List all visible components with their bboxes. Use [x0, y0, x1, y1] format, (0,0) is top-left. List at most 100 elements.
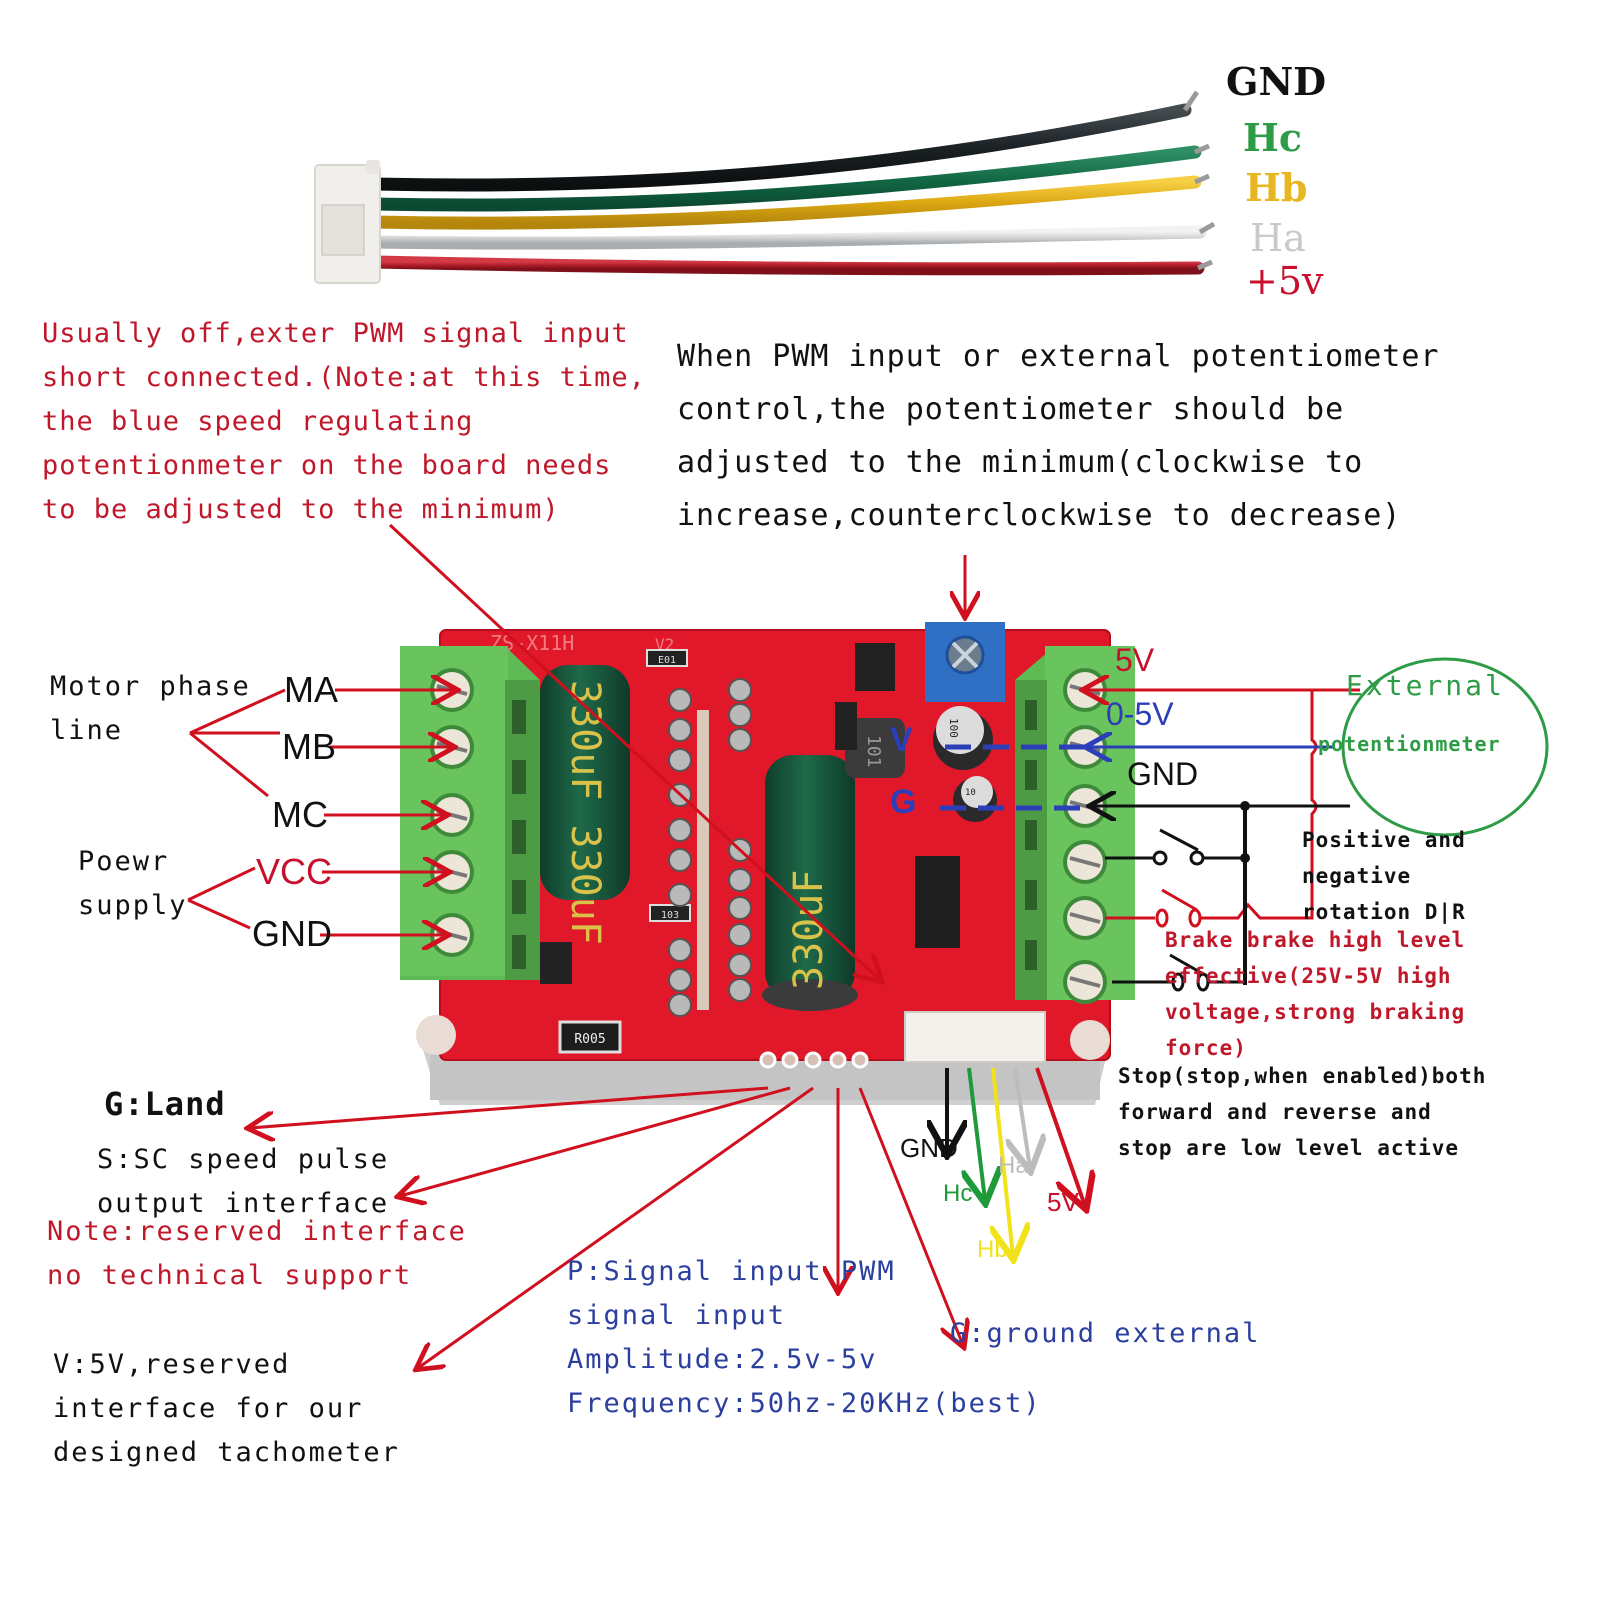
wire-white: [368, 225, 1207, 250]
inductor-101: 101: [845, 718, 905, 778]
group-label-power-supply: Poewr supply: [78, 846, 188, 921]
wire-black: [368, 103, 1192, 192]
mosfet: [540, 942, 572, 984]
onboard-potentiometer[interactable]: [925, 622, 1005, 702]
solder-pad: [668, 993, 692, 1017]
note-direction: Positive and negative rotation D|R: [1302, 828, 1466, 924]
pcb-board: ZS-X11H V2 330: [400, 622, 1135, 1105]
hall-cable: [314, 90, 1216, 284]
pin-note-p: P:Signal input PWM signal input Amplitud…: [567, 1256, 1042, 1419]
ic-driver: [915, 856, 960, 948]
wire-yellow: [368, 175, 1202, 230]
solder-pad: [728, 923, 752, 947]
hall-label-gnd: GND: [900, 1133, 958, 1163]
switch-brake[interactable]: [1105, 888, 1202, 928]
pin-note-v: V:5V,reserved interface for our designed…: [53, 1349, 400, 1468]
solder-pad: [668, 938, 692, 962]
note-line: When PWM input or external potentiometer: [677, 339, 1440, 374]
pin-label-5v: 5V: [1115, 642, 1155, 678]
svg-text:103: 103: [661, 910, 679, 921]
pin-note-s: S:SC speed pulse output interface: [97, 1144, 390, 1219]
ic-8pin: [855, 643, 895, 691]
pin-label-gnd: GND: [252, 913, 332, 954]
solder-pad: [728, 953, 752, 977]
cable-label-gnd: GND: [1226, 59, 1327, 104]
note-line: to be adjusted to the minimum): [42, 494, 560, 525]
solder-pad: [668, 718, 692, 742]
wire-green: [368, 145, 1202, 212]
board-label-v: V: [890, 721, 913, 759]
solder-pad: [728, 678, 752, 702]
svg-text:101: 101: [863, 735, 884, 768]
pin-label-vcc: VCC: [256, 851, 333, 892]
pin-label-ma: MA: [284, 669, 338, 710]
solder-pad: [668, 688, 692, 712]
capacitor-10uf: 10: [953, 776, 997, 822]
note-line: increase,counterclockwise to decrease): [677, 498, 1402, 533]
solder-pad: [668, 748, 692, 772]
pin-label-0-5v: 0-5V: [1106, 696, 1174, 732]
cable-label-ha: Ha: [1250, 216, 1306, 260]
group-label-motor-phase: Motor phase line: [50, 671, 251, 746]
signal-pin-4: [829, 1051, 847, 1069]
cable-label-hc: Hc: [1243, 115, 1303, 160]
pin-label-mc: MC: [272, 794, 328, 835]
svg-text:R005: R005: [574, 1032, 605, 1047]
pin-note-reserved-warning: Note:reserved interface no technical sup…: [47, 1216, 467, 1291]
note-line: Usually off,exter PWM signal input: [42, 318, 629, 349]
external-potentiometer-circle: [1341, 657, 1549, 837]
capacitor-330uf-left: 330uF 330uF: [540, 665, 630, 945]
solder-pad: [728, 896, 752, 920]
svg-text:10: 10: [965, 788, 976, 798]
note-stop: Stop(stop,when enabled)both forward and …: [1118, 1064, 1487, 1160]
pin-label-mb: MB: [282, 726, 336, 767]
pin-note-g-land: G:Land: [104, 1085, 226, 1123]
cable-label-hb: Hb: [1245, 165, 1308, 210]
note-line: adjusted to the minimum(clockwise to: [677, 445, 1364, 480]
signal-pin-3: [804, 1051, 822, 1069]
note-line: short connected.(Note:at this time,: [42, 362, 646, 393]
solder-pad: [728, 728, 752, 752]
capacitor-330uf-right: 330uF: [762, 755, 858, 1011]
note-brake: Brake brake high level effective(25V-5V …: [1165, 928, 1466, 1060]
shunt-resistor: R005: [558, 1020, 622, 1054]
hall-label-ha: Ha: [998, 1152, 1029, 1179]
solder-pad: [668, 883, 692, 907]
note-pwm-short: Usually off,exter PWM signal input short…: [42, 312, 646, 532]
hall-connector: [314, 160, 381, 284]
note-line: control,the potentiometer should be: [677, 392, 1345, 427]
screw-slot: [1069, 912, 1101, 924]
solder-pad: [728, 978, 752, 1002]
hall-label-hc: Hc: [943, 1180, 973, 1207]
switch-stop[interactable]: [1112, 953, 1247, 992]
screw-slot: [1069, 856, 1101, 868]
signal-pin-2: [781, 1051, 799, 1069]
screw-slot: [1069, 976, 1101, 988]
wire-red: [368, 255, 1205, 276]
svg-text:330uF 330uF: 330uF 330uF: [562, 680, 608, 945]
hall-header: [904, 1011, 1046, 1063]
mosfet: [835, 702, 857, 750]
note-potentiometer-adjust: When PWM input or external potentiometer…: [677, 330, 1439, 542]
solder-pad: [668, 818, 692, 842]
external-pot-title: External: [1346, 669, 1505, 702]
solder-pad: [728, 703, 752, 727]
switch-dir[interactable]: [1105, 828, 1245, 866]
signal-pin-1: [759, 1051, 777, 1069]
note-line: the blue speed regulating: [42, 406, 474, 437]
solder-pad: [668, 968, 692, 992]
svg-text:E01: E01: [658, 655, 676, 666]
note-line: potentionmeter on the board needs: [42, 450, 612, 481]
signal-pin-5: [851, 1051, 869, 1069]
svg-text:100: 100: [947, 718, 960, 738]
hall-label-5v: 5V: [1047, 1187, 1079, 1217]
solder-pad: [668, 848, 692, 872]
solder-pad: [728, 868, 752, 892]
pin-label-gnd-right: GND: [1127, 756, 1199, 792]
board-label-g: G: [890, 783, 917, 821]
cable-label-5v: +5v: [1246, 259, 1324, 303]
external-pot-subtitle: potentionmeter: [1318, 732, 1501, 756]
capacitor-100uf: 100: [933, 706, 993, 770]
pin-note-g-external: G:ground external: [950, 1318, 1261, 1349]
